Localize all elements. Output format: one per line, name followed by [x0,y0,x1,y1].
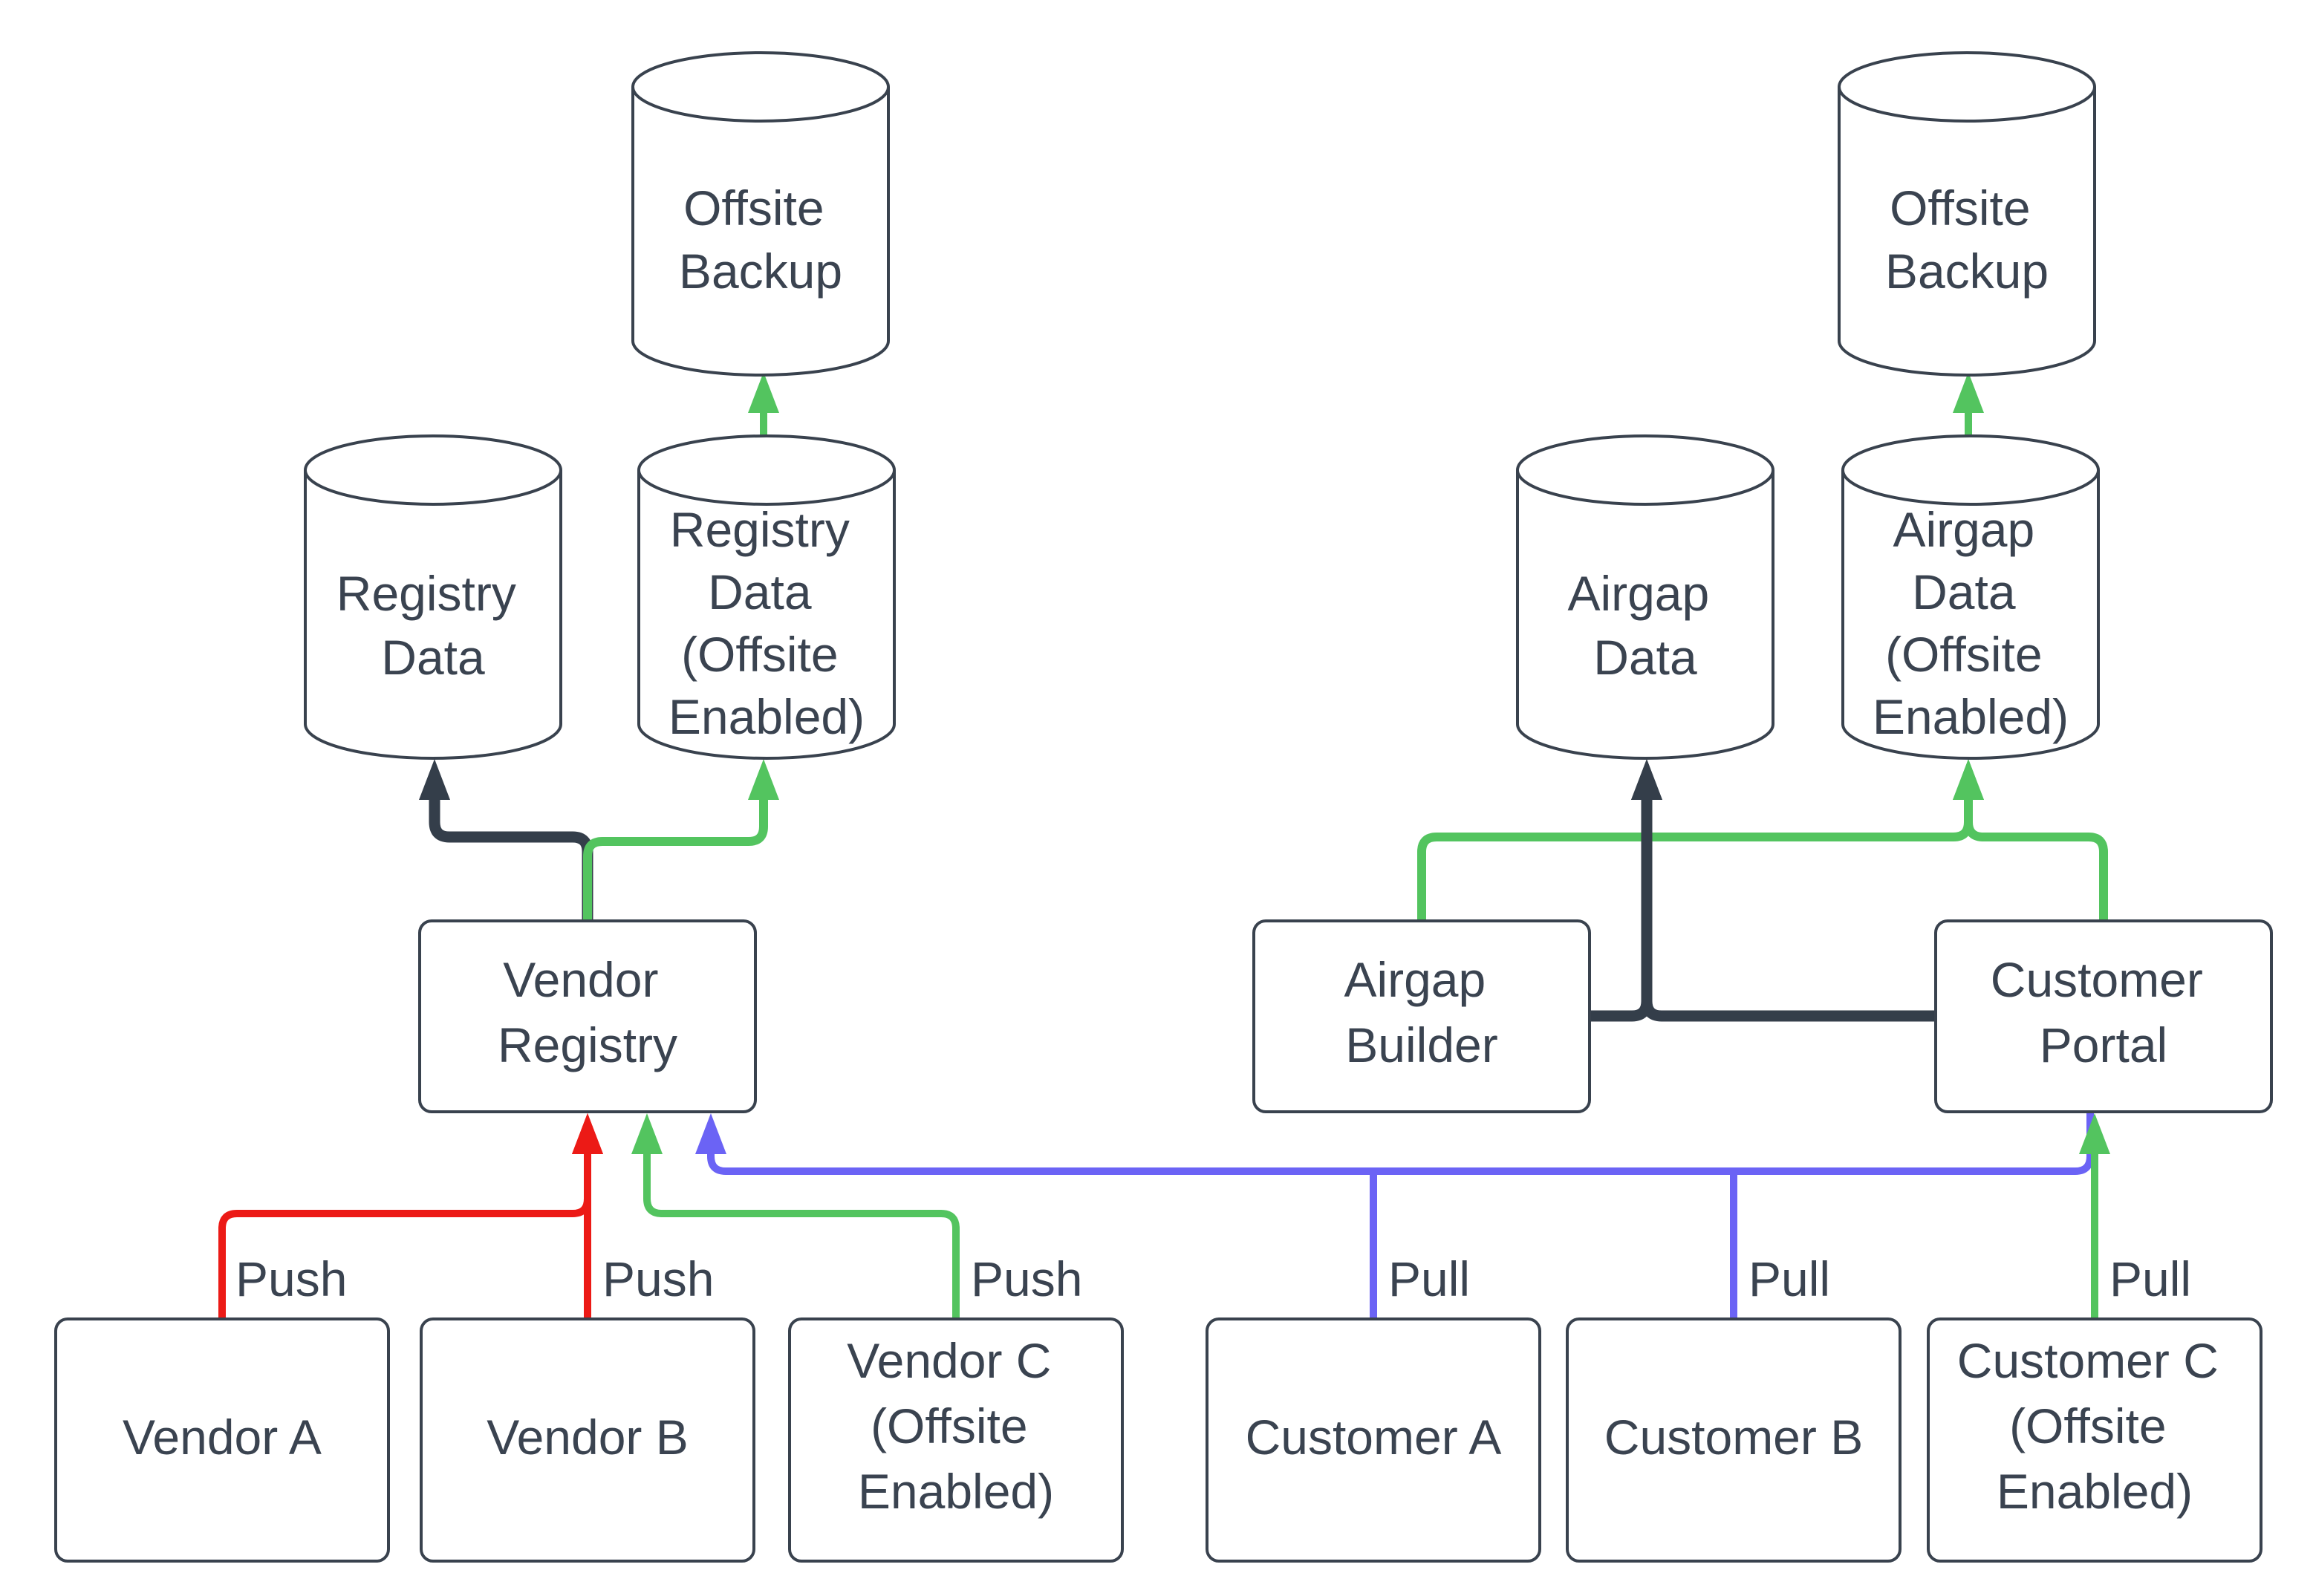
edge-label-pull-customer-c: Pull [2109,1251,2191,1306]
node-airgap-data: Airgap Data [1516,434,1774,760]
node-airgap-builder: Airgap Builder [1252,919,1591,1113]
offsite-backup-right-cylinder-body [1838,87,2096,377]
airgap-data-offsite-cylinder-body [1841,470,2100,760]
edge-customer-portal-to-airgap-data [1631,759,1936,1022]
registry-data-cylinder-body [304,470,562,760]
node-offsite-backup-left: Offsite Backup [631,51,890,377]
airgap-data-offsite-label: Airgap Data (Offsite Enabled) [1873,502,2069,744]
vendor-registry-box [418,919,757,1113]
node-registry-data: Registry Data [304,434,562,760]
edge-vendor-c-push-to-vendor-registry [631,1113,960,1319]
registry-data-cylinder-top [304,434,562,506]
registry-data-offsite-cylinder-body [637,470,896,760]
node-customer-c: Customer C (Offsite Enabled) [1927,1317,2262,1563]
customer-c-label: Customer C (Offsite Enabled) [1957,1333,2232,1519]
node-vendor-a: Vendor A [54,1317,390,1563]
edge-vendor-registry-to-registry-data-offsite [583,759,779,921]
node-vendor-b: Vendor B [420,1317,755,1563]
customer-portal-label: Customer Portal [1991,952,2216,1072]
edge-labels: Push Push Push Pull Pull Pull [235,1251,2191,1306]
node-offsite-backup-right: Offsite Backup [1838,51,2096,377]
vendor-registry-label: Vendor Registry [498,952,677,1072]
offsite-backup-left-label: Offsite Backup [679,180,842,299]
edge-label-pull-customer-b: Pull [1748,1251,1830,1306]
offsite-backup-left-cylinder-top [631,51,890,123]
customer-a-label: Customer A [1246,1410,1502,1465]
registry-data-offsite-label: Registry Data (Offsite Enabled) [668,502,865,744]
offsite-backup-right-cylinder-top [1838,51,2096,123]
edge-customer-portal-to-airgap-data-offsite [1953,759,2108,921]
edge-airgap-builder-to-airgap-data-offsite [1417,759,1984,921]
airgap-builder-label: Airgap Builder [1344,952,1499,1072]
node-registry-data-offsite: Registry Data (Offsite Enabled) [637,434,896,760]
offsite-backup-left-cylinder-body [631,87,890,377]
customer-b-label: Customer B [1604,1410,1863,1465]
vendor-a-label: Vendor A [123,1410,322,1465]
edge-airgap-builder-to-airgap-data [1590,759,1662,1022]
node-customer-a: Customer A [1206,1317,1541,1563]
airgap-data-cylinder-top [1516,434,1774,506]
edge-label-pull-customer-a: Pull [1388,1251,1470,1306]
vendor-c-label: Vendor C (Offsite Enabled) [847,1333,1065,1519]
vendor-c-box [788,1317,1124,1563]
registry-data-label: Registry Data [336,566,530,685]
airgap-builder-box [1252,919,1591,1113]
edges [218,372,2110,1319]
node-airgap-data-offsite: Airgap Data (Offsite Enabled) [1841,434,2100,760]
vendor-a-box [54,1317,390,1563]
node-vendor-c: Vendor C (Offsite Enabled) [788,1317,1124,1563]
edge-label-push-vendor-c: Push [971,1251,1082,1306]
edge-vendor-registry-to-registry-data [419,759,593,921]
airgap-data-offsite-cylinder-top [1841,434,2100,506]
vendor-b-box [420,1317,755,1563]
node-customer-b: Customer B [1566,1317,1902,1563]
customer-c-box [1927,1317,2262,1563]
node-customer-portal: Customer Portal [1934,919,2273,1113]
customer-b-box [1566,1317,1902,1563]
airgap-data-label: Airgap Data [1567,566,1722,685]
node-vendor-registry: Vendor Registry [418,919,757,1113]
customer-a-box [1206,1317,1541,1563]
edge-label-push-vendor-a: Push [235,1251,347,1306]
edge-customer-portal-pull-to-vendor-registry [695,1110,2094,1175]
vendor-b-label: Vendor B [487,1410,689,1465]
customer-portal-box [1934,919,2273,1113]
offsite-backup-right-label: Offsite Backup [1885,180,2049,299]
registry-data-offsite-cylinder-top [637,434,896,506]
airgap-data-cylinder-body [1516,470,1774,760]
edge-label-push-vendor-b: Push [602,1251,714,1306]
